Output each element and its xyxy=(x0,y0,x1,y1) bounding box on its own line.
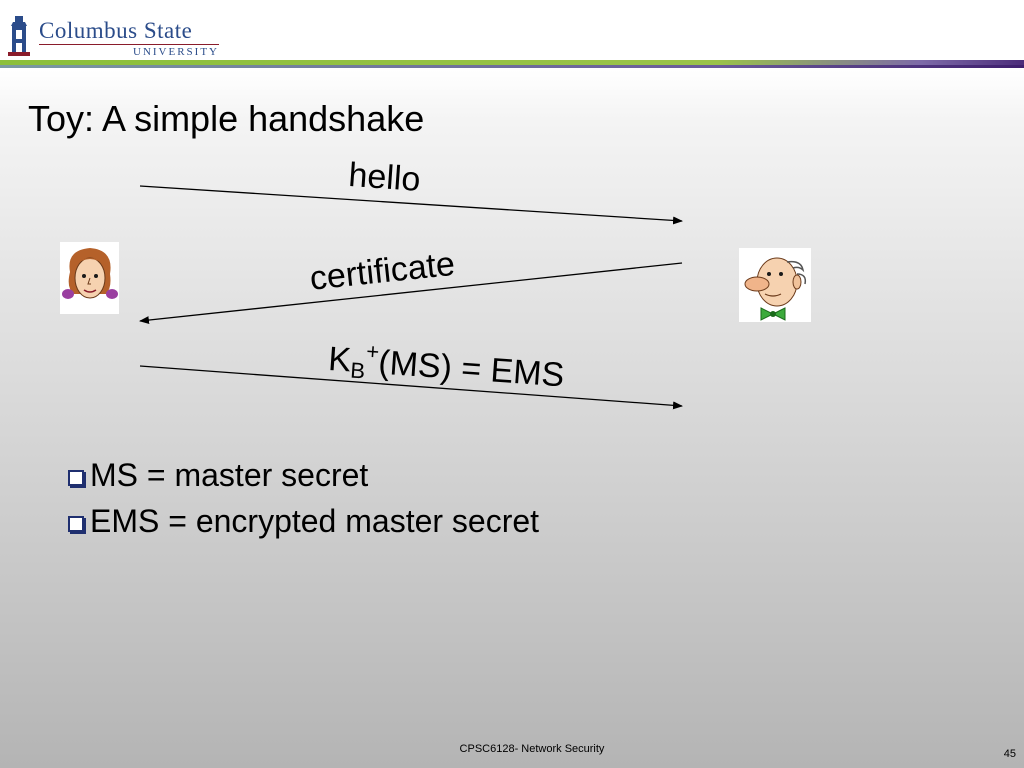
bullet-text: MS = master secret xyxy=(90,456,369,493)
bob-icon xyxy=(739,248,811,322)
footer-course: CPSC6128- Network Security xyxy=(459,743,605,755)
header-rule-purple xyxy=(0,65,1024,68)
ems-rest: (MS) = EMS xyxy=(377,343,566,395)
list-item: MS = master secret xyxy=(64,452,539,498)
certificate-arrow xyxy=(139,262,683,325)
logo-wordmark: Columbus State UNIVERSITY xyxy=(39,18,219,58)
list-item: EMS = encrypted master secret xyxy=(64,498,539,544)
hello-label: hello xyxy=(347,156,421,200)
hello-arrow xyxy=(139,185,683,225)
logo-divider xyxy=(39,44,219,45)
ems-arrow xyxy=(139,365,683,410)
header-rule-green xyxy=(0,60,1024,65)
alice-icon xyxy=(60,242,119,314)
logo-name: Columbus State xyxy=(39,18,193,43)
checkbox-bullet-icon xyxy=(68,516,84,532)
ems-key-subscript: B xyxy=(349,357,366,384)
slide-header: Columbus State UNIVERSITY xyxy=(0,0,1024,60)
checkbox-bullet-icon xyxy=(68,470,84,486)
university-logo: Columbus State UNIVERSITY xyxy=(4,14,244,60)
logo-subtitle: UNIVERSITY xyxy=(133,46,219,58)
bullet-text: EMS = encrypted master secret xyxy=(90,502,540,539)
tower-icon xyxy=(8,16,30,56)
page-number: 45 xyxy=(1003,748,1016,760)
hello-text: hello xyxy=(347,156,422,199)
slide-title: Toy: A simple handshake xyxy=(28,98,425,139)
ems-key: K xyxy=(327,339,353,380)
definition-list: MS = master secret EMS = encrypted maste… xyxy=(64,452,539,544)
